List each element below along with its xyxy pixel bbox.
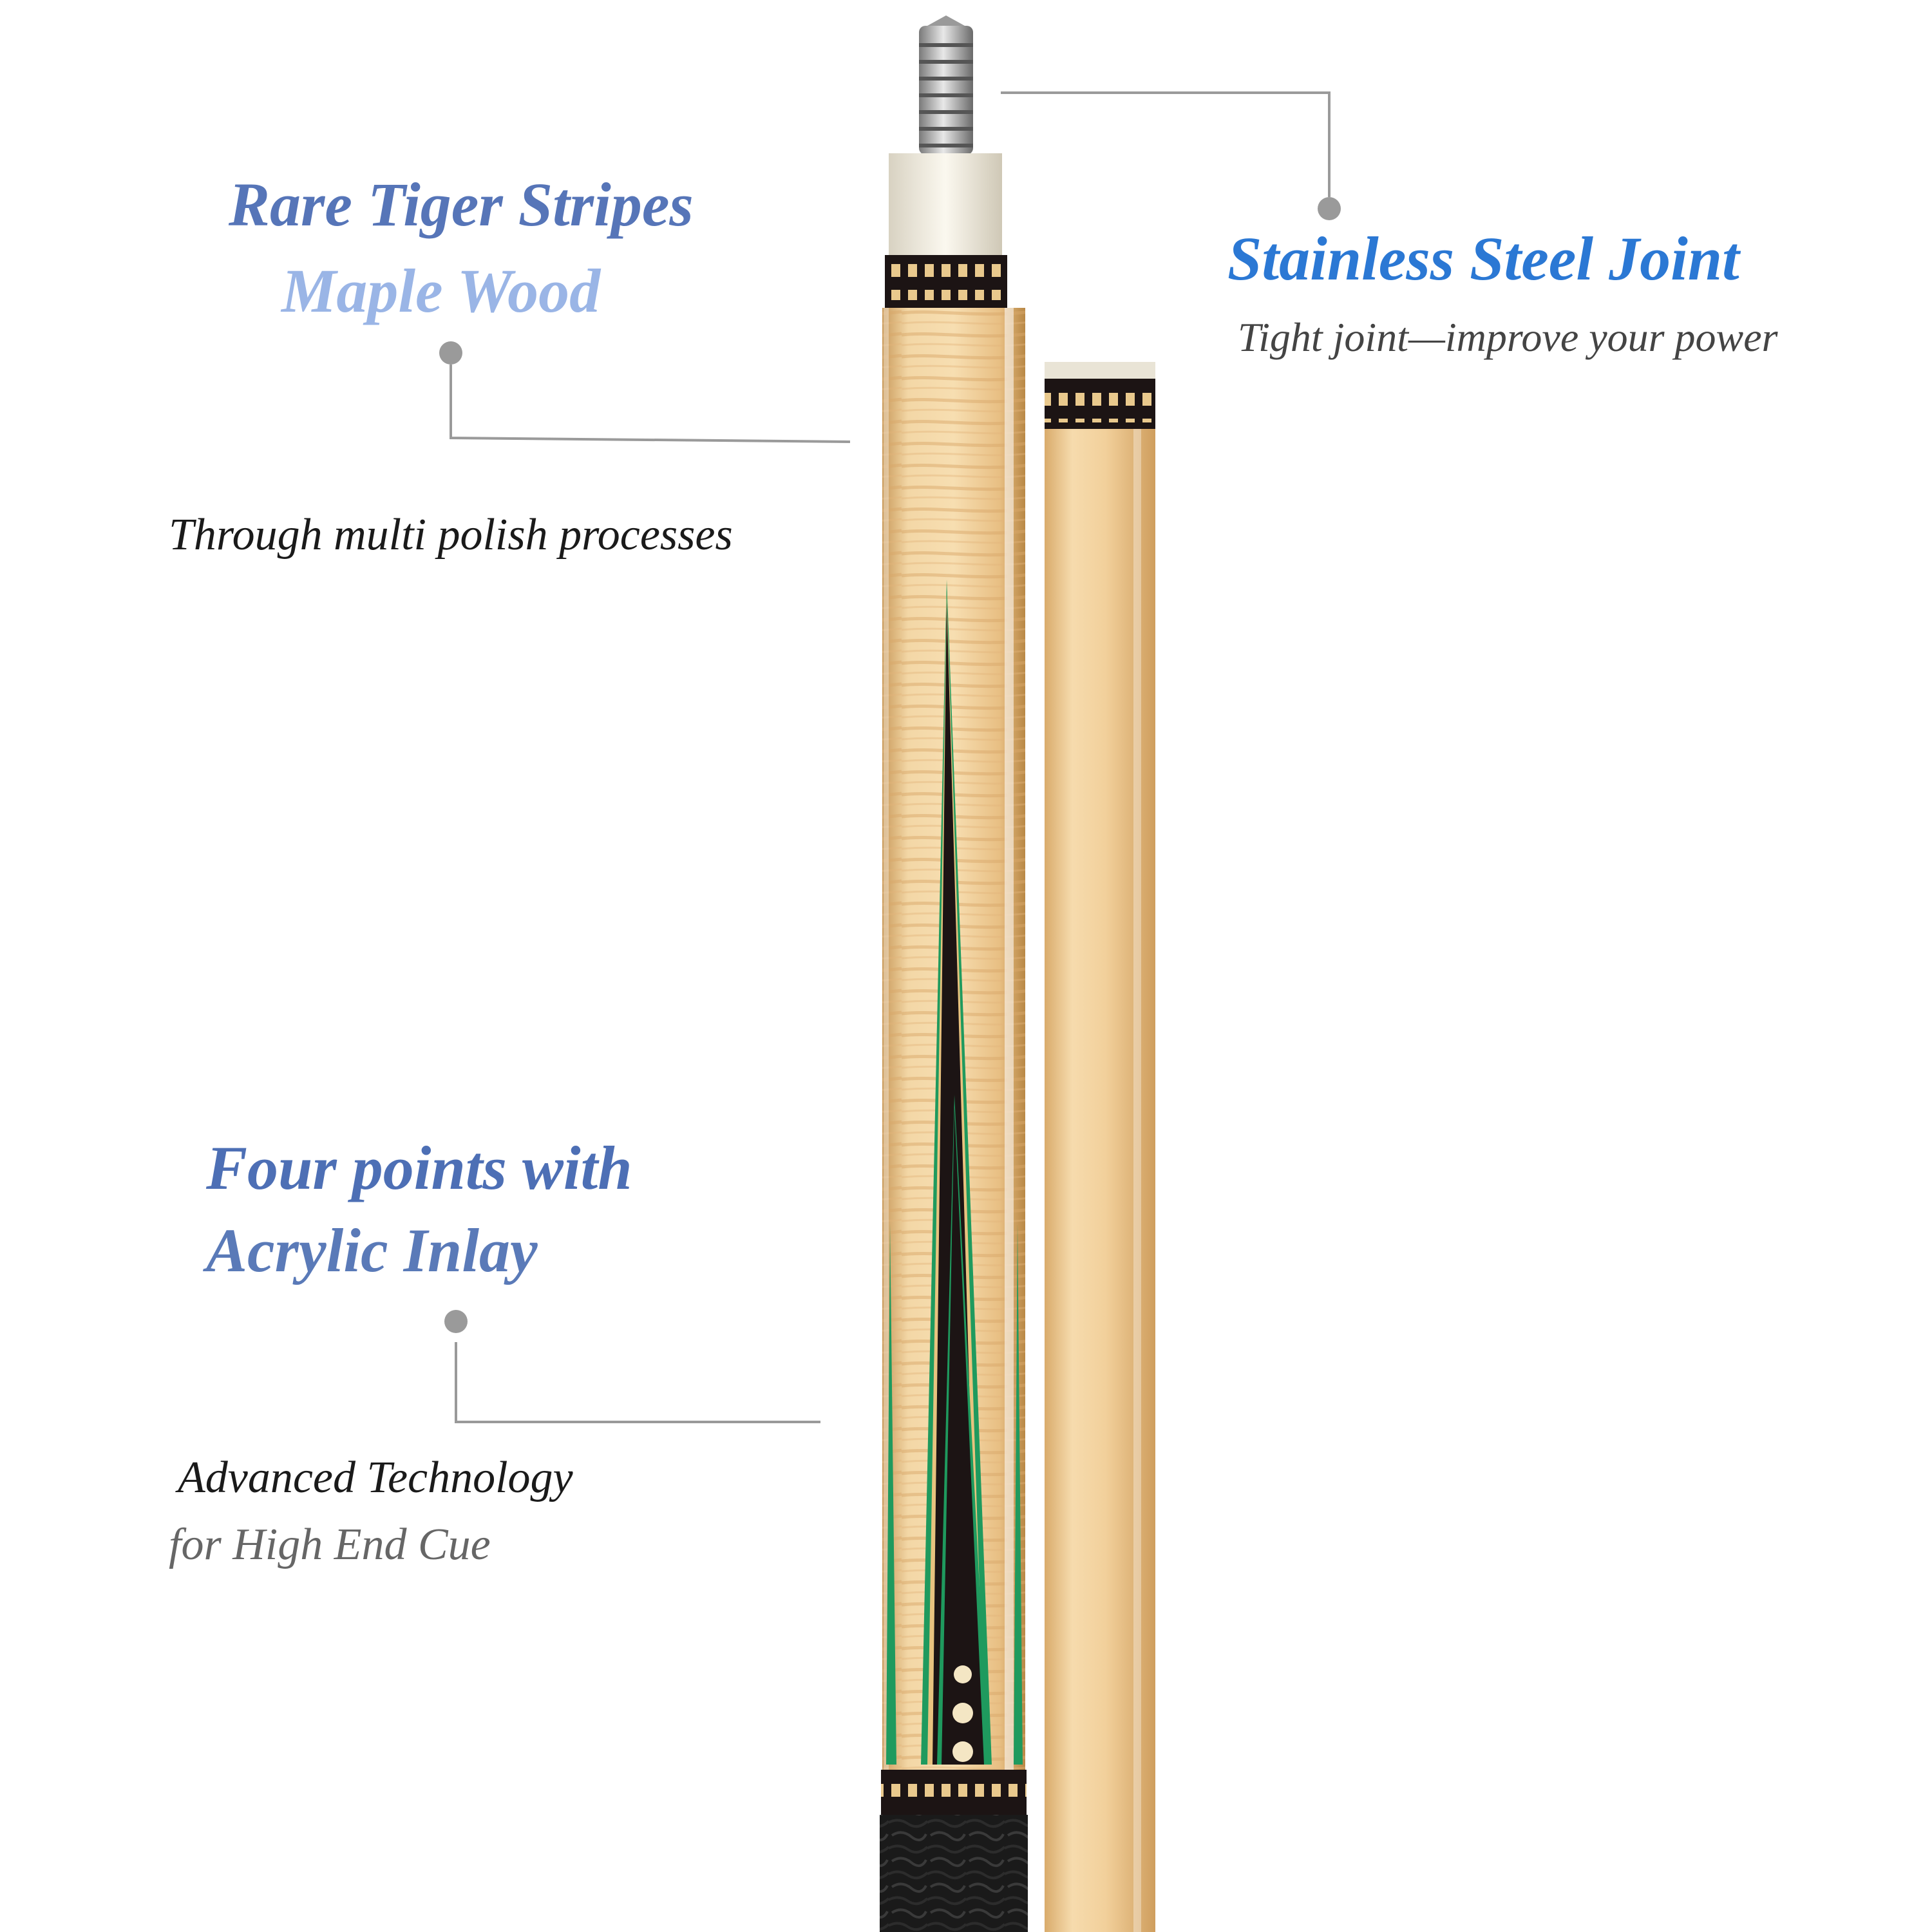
butt-ferrule [889, 153, 1002, 255]
callout-dot-icon [444, 1310, 468, 1333]
joint-note: Tight joint—improve your power [1238, 314, 1778, 360]
shaft-joint-ring [1045, 379, 1155, 429]
joint-title: Stainless Steel Joint [1227, 224, 1739, 293]
inlay-note-line1: Advanced Technology [178, 1453, 573, 1502]
butt-bottom-ring [881, 1770, 1027, 1815]
shaft [1045, 362, 1155, 1932]
tiger-note: Through multi polish processes [169, 510, 733, 560]
tiger-title-line1: Rare Tiger Stripes [229, 170, 694, 239]
tiger-title-line2: Maple Wood [281, 256, 601, 325]
butt-joint-ring [885, 255, 1007, 308]
inlay-title-line1: Four points with [206, 1133, 632, 1202]
callout-joint-connector [1001, 91, 1341, 220]
callout-dot-icon [439, 341, 462, 365]
butt-leather-wrap [880, 1815, 1028, 1932]
callout-tiger-connector [439, 341, 851, 443]
butt-points-inlay [886, 580, 1023, 1765]
callout-dot-icon [1318, 197, 1341, 220]
inlay-note-line2: for High End Cue [169, 1520, 491, 1569]
joint-screw-icon [919, 15, 973, 155]
callout-inlay-connector [444, 1310, 820, 1423]
inlay-title-line2: Acrylic Inlay [206, 1216, 538, 1285]
